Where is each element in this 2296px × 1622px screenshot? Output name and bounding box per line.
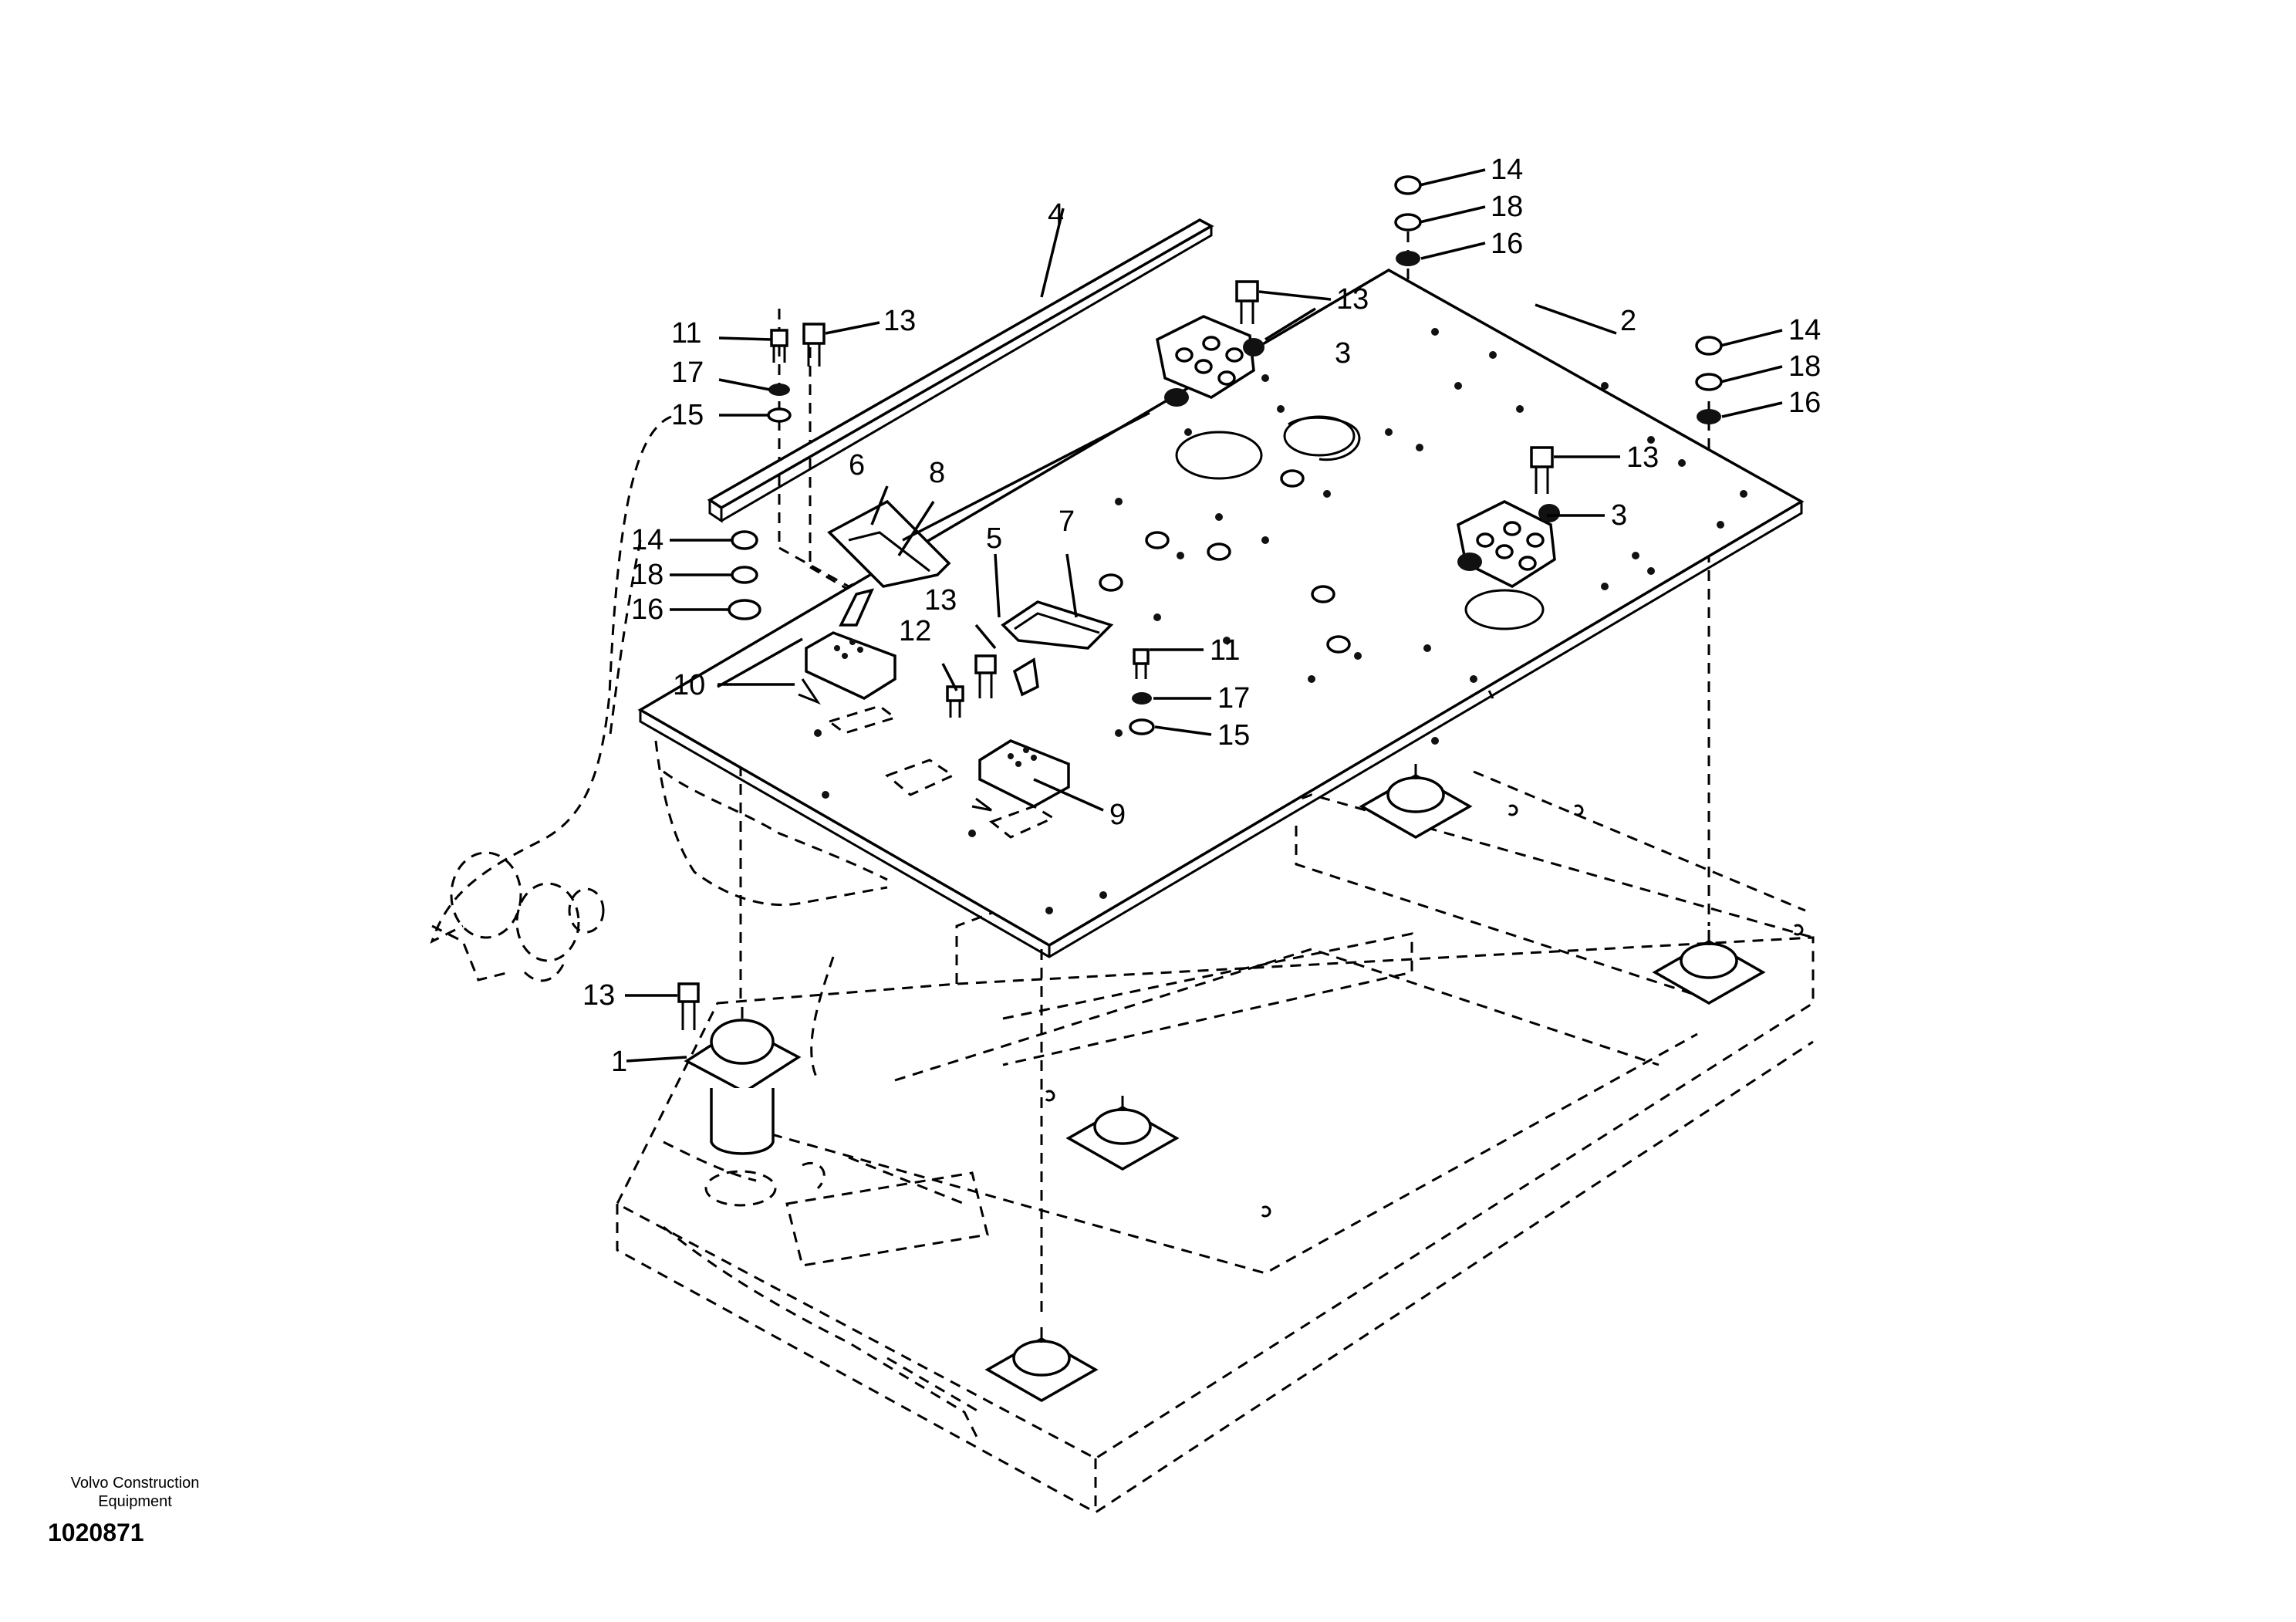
mount-footprint-center — [885, 759, 956, 796]
callout-18-left: 18 — [631, 559, 663, 591]
callout-16-right: 16 — [1788, 387, 1821, 419]
callout-11-left: 11 — [671, 317, 701, 350]
callout-2: 2 — [1620, 305, 1636, 337]
callout-12: 12 — [899, 615, 931, 647]
isolator-mount-front — [684, 1007, 802, 1155]
callout-5: 5 — [986, 522, 1002, 555]
callout-8: 8 — [929, 457, 945, 489]
manufacturer-label: Volvo Construction Equipment — [46, 1474, 224, 1511]
callout-18-right: 18 — [1788, 350, 1821, 383]
callout-3-front: 3 — [1611, 499, 1627, 532]
callout-13-left-top: 13 — [883, 305, 916, 337]
isolator-mount-right — [1652, 930, 1766, 1005]
mount-footprint-left — [826, 705, 898, 735]
plate-bosses — [1099, 469, 1351, 654]
callout-14-left: 14 — [631, 524, 663, 556]
isolator-mount-rear — [1359, 764, 1473, 840]
callout-14-right: 14 — [1788, 314, 1821, 346]
callout-4: 4 — [1048, 198, 1064, 231]
callout-6: 6 — [849, 449, 865, 482]
callout-13-bottom: 13 — [582, 979, 615, 1012]
callout-3-rear: 3 — [1335, 337, 1351, 370]
drawing-number: 1020871 — [48, 1519, 144, 1546]
manufacturer-line-2: Equipment — [98, 1493, 172, 1510]
callout-17-left: 17 — [671, 357, 704, 389]
callout-labels: 1 2 3 3 4 5 6 7 8 9 10 11 11 12 13 13 13… — [582, 154, 1821, 1078]
leader-lines — [625, 168, 1783, 1063]
callout-14-rear: 14 — [1491, 154, 1523, 186]
valve-block-front — [1457, 500, 1560, 589]
callout-15-left: 15 — [671, 399, 704, 431]
callout-7: 7 — [1059, 505, 1075, 538]
edge-strip — [707, 218, 1214, 523]
manufacturer-line-1: Volvo Construction — [70, 1475, 200, 1492]
callout-17-right: 17 — [1217, 682, 1250, 715]
valve-block-rear — [1156, 315, 1264, 407]
callout-13-rear: 13 — [1336, 283, 1369, 316]
callout-13-front: 13 — [1626, 441, 1659, 474]
callout-1: 1 — [611, 1046, 627, 1078]
callout-9: 9 — [1109, 799, 1126, 831]
callout-18-rear: 18 — [1491, 191, 1523, 223]
isolator-mount-mid — [1065, 1096, 1180, 1171]
callout-13-center: 13 — [924, 584, 957, 617]
pedal-right — [971, 600, 1114, 812]
callout-16-left: 16 — [631, 593, 663, 626]
machine-frame-outline — [430, 415, 1815, 1514]
callout-10: 10 — [673, 669, 705, 701]
callout-16-rear: 16 — [1491, 228, 1523, 260]
callout-15-right: 15 — [1217, 719, 1250, 752]
floor-plate — [637, 268, 1805, 958]
isolator-mount-bottom — [984, 1327, 1099, 1403]
hardware — [677, 175, 1723, 1030]
callout-11-right: 11 — [1210, 634, 1240, 667]
